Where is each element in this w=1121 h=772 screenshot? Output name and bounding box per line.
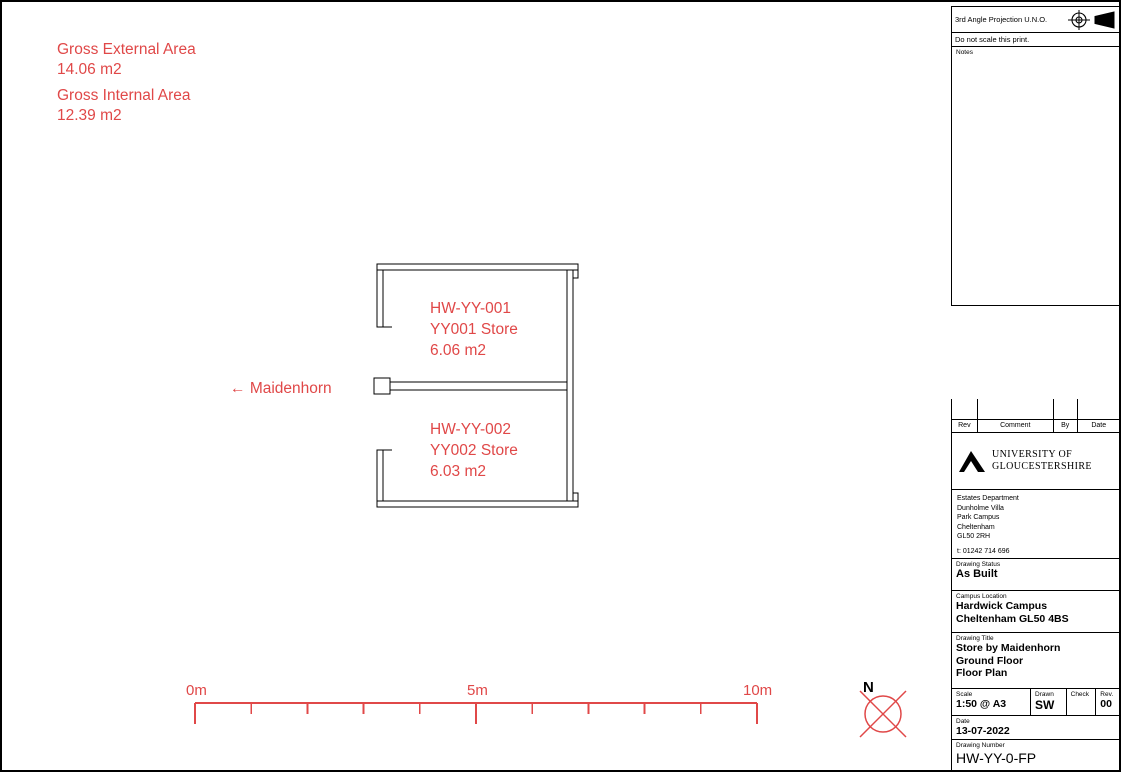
room-2-area: 6.03 m2 bbox=[430, 463, 487, 480]
drawing-number-label: Drawing Number bbox=[956, 742, 1005, 749]
address-line-2: Dunholme Villa bbox=[957, 504, 1004, 512]
wall-notch-top-right bbox=[572, 269, 579, 279]
area-annotations: Gross External Area 14.06 m2 Gross Inter… bbox=[57, 40, 196, 126]
campus-location-block: Campus Location Hardwick Campus Cheltenh… bbox=[951, 590, 1119, 633]
room-1-name: YY001 Store bbox=[430, 321, 518, 338]
university-name-line1: UNIVERSITY OF bbox=[992, 449, 1073, 460]
wall-bottom bbox=[376, 500, 579, 508]
address-phone: t: 01242 714 696 bbox=[957, 547, 1010, 555]
projection-circles-icon bbox=[1068, 9, 1090, 30]
left-arrow-icon: ← bbox=[230, 380, 246, 397]
notes-label: Notes bbox=[956, 49, 973, 56]
room-1-area: 6.06 m2 bbox=[430, 342, 487, 359]
address-line-1: Estates Department bbox=[957, 495, 1019, 502]
rev-table: Rev Comment By Date bbox=[951, 399, 1119, 433]
university-logo-icon bbox=[959, 451, 985, 472]
door-jamb-block bbox=[373, 377, 391, 395]
rev-header-comment: Comment bbox=[978, 420, 1054, 432]
drawing-title-line-1: Store by Maidenhorn bbox=[956, 642, 1061, 654]
maidenhorn-label: Maidenhorn bbox=[249, 380, 332, 397]
no-scale-note: Do not scale this print. bbox=[955, 35, 1030, 44]
wall-top bbox=[376, 263, 579, 271]
room-2-id: HW-YY-002 bbox=[430, 421, 511, 438]
scale-row-block: Scale 1:50 @ A3 Drawn SW Check Rev. 00 bbox=[951, 688, 1119, 716]
address-line-3: Park Campus bbox=[957, 514, 1000, 521]
rev-header-date: Date bbox=[1091, 422, 1107, 429]
rev-header-row: Rev Comment By Date bbox=[952, 419, 1119, 432]
no-scale-row: Do not scale this print. bbox=[952, 33, 1119, 47]
drawing-number-block: Drawing Number HW-YY-0-FP bbox=[951, 739, 1119, 770]
rev-label: Rev. bbox=[1100, 691, 1114, 698]
university-block: UNIVERSITY OF GLOUCESTERSHIRE bbox=[951, 432, 1119, 490]
drawn-label: Drawn bbox=[1035, 691, 1054, 698]
gross-external-area-label: Gross External Area bbox=[57, 41, 196, 58]
drawn-cell: Drawn SW bbox=[1031, 689, 1067, 715]
drawing-title-label: Drawing Title bbox=[956, 635, 994, 642]
university-name: UNIVERSITY OF GLOUCESTERSHIRE bbox=[992, 449, 1092, 473]
projection-note: 3rd Angle Projection U.N.O. bbox=[955, 15, 1048, 24]
rev-cell: Rev. 00 bbox=[1096, 689, 1119, 715]
wall-left-lower bbox=[376, 449, 384, 502]
maidenhorn-annotation: ← Maidenhorn bbox=[230, 380, 332, 398]
rev-value: 00 bbox=[1100, 698, 1112, 710]
address-block: Estates Department Dunholme Villa Park C… bbox=[951, 489, 1119, 559]
drawing-status-block: Drawing Status As Built bbox=[951, 558, 1119, 591]
projection-row: 3rd Angle Projection U.N.O. bbox=[952, 7, 1119, 33]
wall-right bbox=[566, 269, 574, 502]
drawing-status-label: Drawing Status bbox=[956, 561, 1001, 568]
drawing-title-line-2: Ground Floor bbox=[956, 654, 1024, 667]
scale-value: 1:50 @ A3 bbox=[956, 698, 1007, 710]
rev-header-rev: Rev bbox=[952, 420, 978, 432]
wall-left-upper bbox=[376, 269, 384, 328]
projection-cone-icon bbox=[1094, 10, 1115, 29]
title-block: 3rd Angle Projection U.N.O. Do not scale… bbox=[951, 2, 1119, 770]
campus-location-line-1: Hardwick Campus bbox=[956, 600, 1048, 612]
scale-label: Scale bbox=[956, 691, 973, 698]
room-1-id: HW-YY-001 bbox=[430, 300, 511, 317]
room-2-name: YY002 Store bbox=[430, 442, 518, 459]
wall-divider bbox=[389, 381, 568, 391]
rev-header-by: By bbox=[1054, 420, 1078, 432]
scale-label-10m: 10m bbox=[743, 682, 773, 699]
room-label-2: HW-YY-002 YY002 Store 6.03 m2 bbox=[430, 419, 518, 482]
drawing-status-value: As Built bbox=[956, 568, 998, 580]
room-label-1: HW-YY-001 YY001 Store 6.06 m2 bbox=[430, 298, 518, 361]
date-label: Date bbox=[956, 718, 970, 725]
compass-icon bbox=[859, 690, 907, 738]
campus-location-line-2: Cheltenham GL50 4BS bbox=[956, 612, 1069, 625]
rev-empty-row bbox=[952, 399, 1119, 419]
address-line-5: GL50 2RH bbox=[957, 533, 991, 540]
date-value: 13-07-2022 bbox=[956, 725, 1010, 737]
north-label: N bbox=[863, 679, 874, 696]
wall-notch-bottom-right bbox=[572, 492, 579, 502]
drawing-title-block: Drawing Title Store by Maidenhorn Ground… bbox=[951, 632, 1119, 689]
gross-external-area-note: Gross External Area 14.06 m2 bbox=[57, 40, 196, 80]
scale-cell: Scale 1:50 @ A3 bbox=[952, 689, 1032, 715]
drawing-title-line-3: Floor Plan bbox=[956, 667, 1008, 679]
gross-internal-area-value: 12.39 m2 bbox=[57, 107, 122, 124]
address-line-4: Cheltenham bbox=[957, 523, 995, 531]
check-label: Check bbox=[1070, 691, 1090, 698]
drawn-value: SW bbox=[1035, 698, 1055, 712]
notes-panel: 3rd Angle Projection U.N.O. Do not scale… bbox=[951, 6, 1119, 306]
projection-icons bbox=[1068, 9, 1117, 30]
gross-internal-area-label: Gross Internal Area bbox=[57, 87, 191, 104]
drawing-number-value: HW-YY-0-FP bbox=[956, 750, 1037, 766]
floor-plan-svg bbox=[373, 263, 579, 508]
date-block: Date 13-07-2022 bbox=[951, 715, 1119, 740]
scale-label-0m: 0m bbox=[186, 682, 207, 699]
scale-label-5m: 5m bbox=[467, 682, 488, 699]
scale-bar bbox=[194, 702, 758, 724]
campus-location-label: Campus Location bbox=[956, 593, 1007, 600]
gross-external-area-value: 14.06 m2 bbox=[57, 61, 122, 78]
gross-internal-area-note: Gross Internal Area 12.39 m2 bbox=[57, 86, 196, 126]
check-cell: Check bbox=[1067, 689, 1097, 715]
university-name-line2: GLOUCESTERSHIRE bbox=[992, 461, 1092, 472]
